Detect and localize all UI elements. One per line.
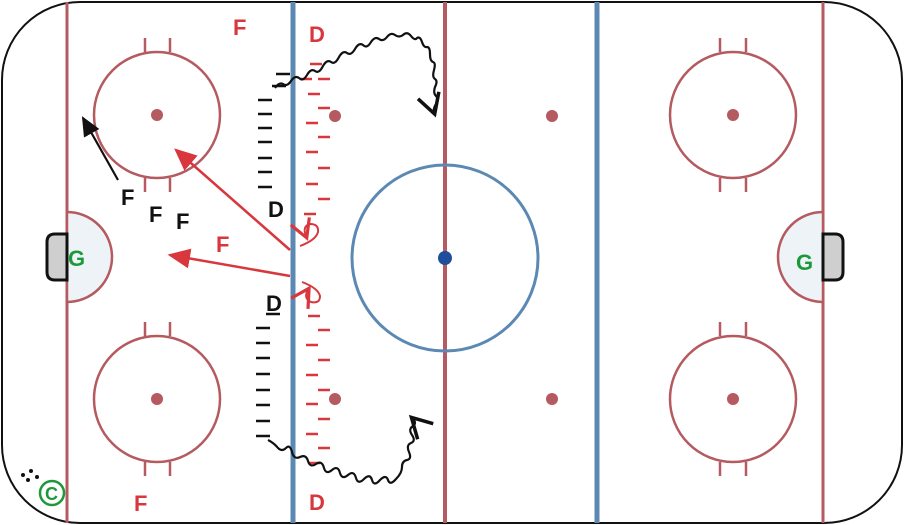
label-d-bottom: D	[309, 490, 325, 515]
wavy-path-upper	[274, 32, 441, 118]
neutral-dot	[546, 393, 558, 405]
black-dashes-upper	[258, 72, 290, 189]
faceoff-dot	[727, 109, 739, 121]
forward-skate-arrow	[81, 116, 119, 181]
net-right	[821, 232, 845, 282]
pass-arrow-lower	[167, 248, 291, 278]
label-d-black-lower: D	[266, 291, 282, 316]
faceoff-dot	[151, 393, 163, 405]
label-f-black-3: F	[176, 209, 189, 234]
label-f-top: F	[233, 15, 246, 40]
logo-letter: C	[45, 484, 58, 504]
neutral-dot	[546, 110, 558, 122]
black-dashes-lower	[256, 312, 280, 438]
crease-right	[776, 210, 825, 304]
label-f-black-1: F	[121, 185, 134, 210]
label-d-black-upper: D	[268, 197, 284, 222]
label-goalie-right: G	[796, 250, 813, 275]
label-goalie-left: G	[68, 246, 85, 271]
label-f-black-2: F	[149, 202, 162, 227]
net-left	[45, 232, 69, 282]
dots-icon	[21, 469, 39, 482]
label-f-red-mid: F	[216, 232, 229, 257]
faceoff-dot	[151, 109, 163, 121]
faceoff-circle-right-top	[668, 38, 798, 192]
crease-left	[65, 210, 114, 304]
neutral-dot	[329, 393, 341, 405]
faceoff-circle-right-bottom	[668, 322, 798, 476]
center-faceoff-dot	[438, 251, 452, 265]
neutral-dot	[329, 110, 341, 122]
pivot-loop-upper	[289, 217, 320, 247]
faceoff-circle-left-top	[92, 38, 222, 192]
faceoff-circle-left-bottom	[92, 322, 222, 476]
copyright-circle-icon	[38, 479, 66, 507]
center-circle	[350, 163, 540, 353]
pass-arrow-upper	[174, 148, 291, 251]
faceoff-dot	[727, 393, 739, 405]
wavy-path-lower	[267, 414, 434, 485]
label-f-bottom: F	[134, 491, 147, 516]
pivot-loop-lower	[290, 281, 322, 309]
label-d-top: D	[309, 22, 325, 47]
